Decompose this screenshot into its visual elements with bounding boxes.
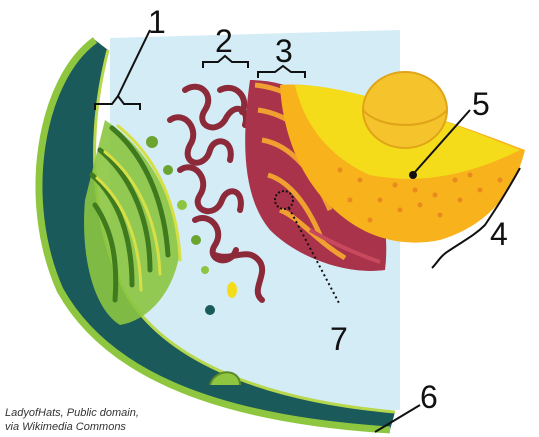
marker-5 bbox=[409, 171, 417, 179]
credit-line-2: via Wikimedia Commons bbox=[5, 421, 126, 434]
label-1: 1 bbox=[148, 4, 166, 40]
label-2: 2 bbox=[215, 23, 233, 59]
label-3: 3 bbox=[275, 33, 293, 69]
nucleolus bbox=[363, 72, 447, 148]
credit-line-1: LadyofHats, Public domain, bbox=[5, 407, 139, 420]
label-5: 5 bbox=[472, 86, 490, 122]
label-4: 4 bbox=[490, 216, 508, 252]
label-6: 6 bbox=[420, 379, 438, 415]
label-7: 7 bbox=[330, 321, 348, 357]
